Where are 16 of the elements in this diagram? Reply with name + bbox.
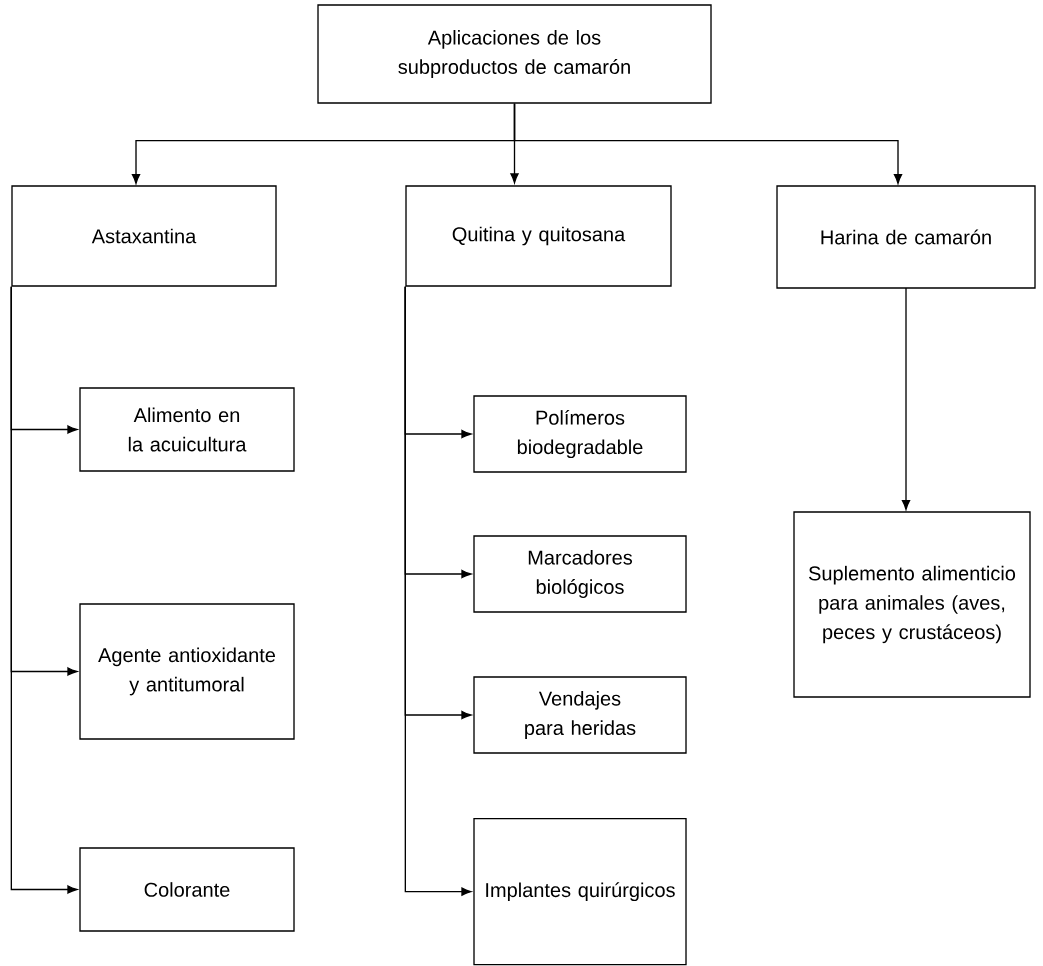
box: Marcadores biológicos: [473, 535, 687, 613]
box: Polímeros biodegradable: [473, 395, 687, 473]
box: Astaxantina: [11, 185, 277, 287]
box: Quitina y quitosana: [405, 185, 672, 287]
box: Harina de camarón: [776, 185, 1036, 289]
box: Colorante: [79, 847, 295, 932]
arrow: [404, 286, 472, 896]
root-box: Aplicaciones de los subproductos de camarón: [317, 4, 712, 104]
box: Agente antioxidante y antitumoral: [79, 603, 295, 740]
arrow: [901, 287, 911, 510]
box: Alimento en la acuicultura: [79, 387, 295, 472]
box: Suplemento alimenticio para animales (aves, peces y crustáceos): [793, 511, 1031, 698]
arrow: [10, 286, 78, 894]
box: Implantes quirúrgicos: [473, 818, 687, 966]
arrow: [513, 103, 903, 184]
box: Vendajes para heridas: [473, 676, 687, 754]
